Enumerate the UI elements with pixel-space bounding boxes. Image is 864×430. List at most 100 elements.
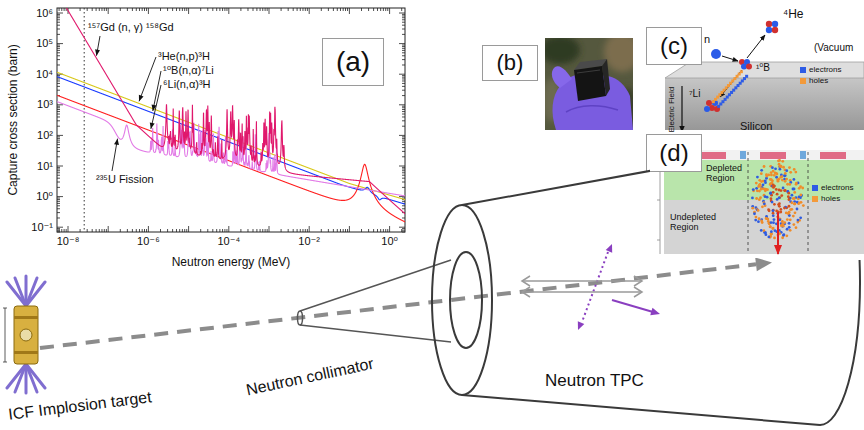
axis-tick xyxy=(402,29,405,30)
axis-tick xyxy=(340,229,341,232)
axis-tick xyxy=(96,8,97,11)
axis-tick xyxy=(402,107,405,108)
boron-silicon-inset xyxy=(722,56,738,61)
axis-tick xyxy=(57,107,60,108)
axis-tick xyxy=(57,114,60,115)
axis-tick xyxy=(57,144,60,145)
axis-tick xyxy=(212,8,213,11)
axis-title: Neutron energy (MeV) xyxy=(172,256,291,270)
charge-cloud xyxy=(774,229,777,232)
axis-tick xyxy=(68,226,69,232)
charge-cloud xyxy=(757,220,760,223)
axis-tick xyxy=(300,8,301,11)
track-direction-arrow xyxy=(650,308,660,316)
charge-cloud xyxy=(760,220,763,223)
charge-cloud xyxy=(764,179,767,182)
axis-tick xyxy=(247,8,248,11)
charge-cloud xyxy=(787,192,790,195)
axis-tick xyxy=(57,78,60,79)
charge-cloud xyxy=(783,207,786,210)
charge-cloud xyxy=(764,233,767,236)
boron-silicon-inset xyxy=(665,78,864,138)
axis-tick xyxy=(57,182,60,183)
charge-cloud xyxy=(760,187,763,190)
detector-photo xyxy=(545,38,633,130)
axis-tick xyxy=(57,109,60,110)
axis-tick xyxy=(383,8,384,11)
icf-target xyxy=(14,316,38,319)
panel-letter: (c) xyxy=(660,33,688,59)
axis-tick xyxy=(57,230,60,231)
charge-cloud xyxy=(752,188,755,191)
charge-cloud xyxy=(791,194,794,197)
axis-tick xyxy=(402,17,405,18)
charge-cloud xyxy=(769,192,772,195)
icf-target xyxy=(3,362,7,363)
charge-cloud xyxy=(772,212,775,215)
tpc-cylinder-outline xyxy=(450,252,482,348)
icf-target xyxy=(7,276,45,393)
charge-cloud xyxy=(778,202,781,205)
axis-tick xyxy=(293,8,294,11)
charge-cloud xyxy=(762,183,765,186)
axis-tick xyxy=(224,229,225,232)
axis-tick xyxy=(402,78,405,79)
axis-tick xyxy=(402,142,405,143)
axis-tick xyxy=(57,198,60,199)
charge-cloud xyxy=(786,218,789,221)
axis-tick xyxy=(216,8,217,11)
charge-cloud xyxy=(772,214,775,217)
track-direction-arrow xyxy=(578,321,584,330)
axis-tick xyxy=(188,226,189,232)
charge-cloud-inset xyxy=(652,130,864,258)
axis-tick xyxy=(101,229,102,232)
charge-cloud xyxy=(776,178,779,181)
charge-cloud xyxy=(778,196,781,199)
boron-silicon-inset xyxy=(766,27,772,33)
axis-tick xyxy=(402,15,405,16)
charge-cloud xyxy=(773,203,776,206)
charge-cloud xyxy=(785,178,788,181)
charge-cloud xyxy=(765,173,768,176)
axis-tick xyxy=(402,111,405,112)
charge-cloud xyxy=(755,197,758,200)
icf-target xyxy=(26,364,45,388)
axis-tick xyxy=(309,226,310,232)
legend-swatch xyxy=(800,67,806,73)
axis-tick xyxy=(57,64,60,65)
axis-tick xyxy=(402,231,405,232)
axis-tick xyxy=(402,52,405,53)
axis-tick xyxy=(57,59,60,60)
axis-tick xyxy=(402,45,405,46)
axis-tick xyxy=(402,59,405,60)
charge-cloud-inset xyxy=(820,152,846,159)
axis-tick xyxy=(402,106,405,107)
charge-cloud xyxy=(772,221,775,224)
charge-cloud xyxy=(756,176,759,179)
axis-tick xyxy=(64,8,65,11)
charge-cloud xyxy=(773,218,776,221)
legend-swatch xyxy=(812,185,818,191)
axis-tick xyxy=(269,8,270,14)
icf-target xyxy=(26,282,45,306)
charge-cloud xyxy=(757,185,760,188)
charge-cloud xyxy=(802,204,805,207)
tpc-cylinder-outline xyxy=(432,205,492,395)
axis-tick xyxy=(253,229,254,232)
axis-tick xyxy=(402,140,405,141)
charge-cloud xyxy=(767,235,770,238)
curve-label: ³He(n,p)³H xyxy=(158,50,210,63)
charge-cloud xyxy=(769,178,772,181)
legend-item: holes xyxy=(812,195,840,204)
axis-tick xyxy=(57,19,60,20)
icf-target xyxy=(14,306,38,364)
axis-tick xyxy=(64,229,65,232)
axis-tick xyxy=(57,43,63,44)
axis-tick xyxy=(57,208,60,209)
charge-cloud xyxy=(759,196,762,199)
charge-cloud xyxy=(760,169,763,172)
boron-silicon-inset xyxy=(766,21,772,27)
axis-tick xyxy=(108,226,109,232)
axis-tick xyxy=(57,55,60,56)
